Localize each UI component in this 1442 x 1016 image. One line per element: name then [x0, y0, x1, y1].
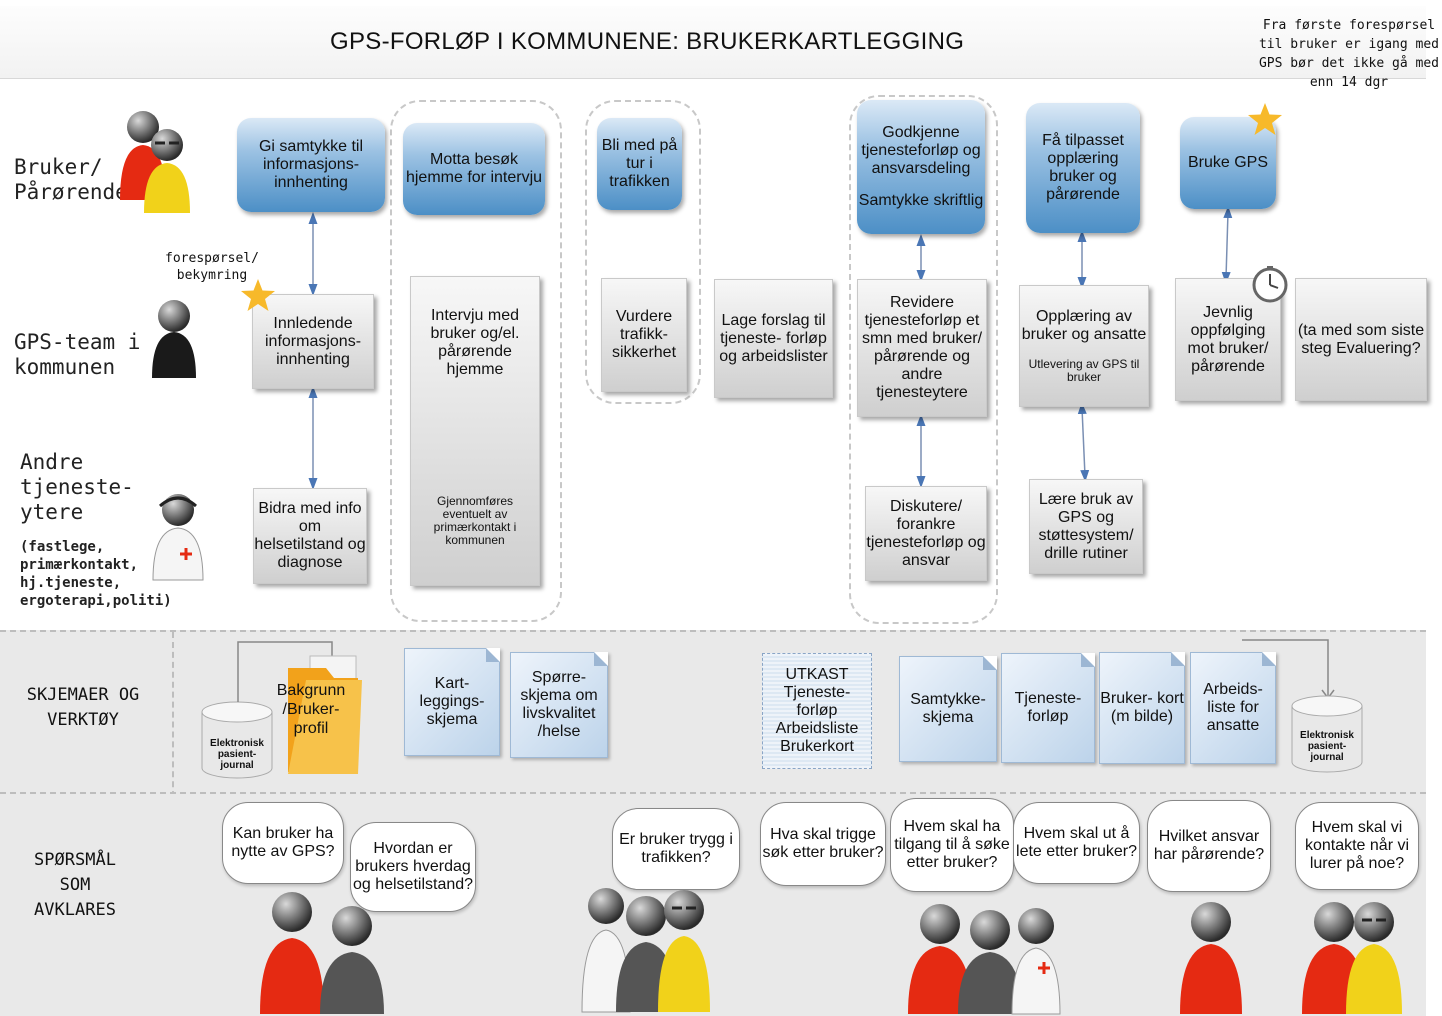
step-approve: Godkjenne tjenesteforløp og ansvarsdelin…: [857, 100, 985, 234]
role-user-label: Bruker/ Pårørende: [14, 155, 128, 204]
step-evaluation: (ta med som siste steg Evaluering?: [1295, 278, 1427, 401]
ehr-label-2: Elektronisk pasient- journal: [1300, 730, 1354, 763]
link-line: [1242, 639, 1335, 700]
nurse-icon: [152, 494, 204, 581]
step-initial-info: Innledende informasjons- innhenting: [252, 294, 374, 389]
step-health-info: Bidra med info om helsetilstand og diagn…: [253, 488, 367, 584]
step-learn-gps: Lære bruk av GPS og støttesystem/ drille…: [1029, 479, 1143, 574]
time-note: Fra første forespørsel til bruker er iga…: [1258, 18, 1439, 90]
role-team-label: GPS-team i kommunen: [14, 330, 141, 379]
step-revise-plan: Revidere tjenesteforløp et smn med bruke…: [857, 279, 987, 417]
person-icon: [1180, 902, 1242, 1014]
doc-service-plan: Tjeneste- forløp: [1001, 653, 1095, 763]
role-others-detail: (fastlege, primærkontakt, hj.tjeneste, e…: [20, 539, 172, 609]
question-bubble: Hva skal trigge søk etter bruker?: [760, 802, 886, 886]
person-icon: [260, 892, 384, 1014]
star-icon: [1248, 103, 1282, 135]
database-icon: [1291, 695, 1363, 773]
person-icon: [1302, 902, 1402, 1014]
step-consent: Gi samtykke til informasjons- innhenting: [237, 118, 385, 212]
step-follow-up: Jevnlig oppfølging mot bruker/ pårørende: [1175, 278, 1281, 401]
step-receive-visit: Motta besøk hjemme for intervju: [403, 123, 545, 215]
question-bubble: Hvem skal ha tilgang til å søke etter br…: [890, 798, 1014, 892]
step-use-gps: Bruke GPS: [1180, 117, 1276, 209]
tools-band-label: SKJEMAER OG VERKTØY: [26, 685, 140, 730]
role-others-label: Andre tjeneste- ytere: [20, 450, 134, 524]
question-bubble: Hvilket ansvar har pårørende?: [1147, 800, 1271, 892]
title-band: [0, 6, 1426, 79]
question-bubble: Hvem skal ut å lete etter bruker?: [1013, 802, 1140, 884]
questions-band-label: SPØRSMÅL SOM AVKLARES: [34, 850, 116, 920]
question-bubble: Hvem skal vi kontakte når vi lurer på no…: [1295, 802, 1419, 890]
person-icon: [908, 904, 1061, 1015]
step-training: Få tilpasset opplæring bruker og pårøren…: [1026, 103, 1140, 233]
step-propose-plan: Lage forslag til tjeneste- forløp og arb…: [714, 279, 833, 398]
doc-user-card: Bruker- kort (m bilde): [1099, 652, 1185, 764]
question-bubble: Hvordan er brukers hverdag og helsetilst…: [350, 822, 476, 912]
doc-quality-form: Spørre- skjema om livskvalitet /helse: [510, 652, 608, 758]
person-icon: [581, 888, 710, 1013]
step-train-users: Opplæring av bruker og ansatte Utleverin…: [1019, 285, 1149, 407]
traffic-group: [585, 100, 701, 404]
step-traffic-tour: Bli med på tur i trafikken: [597, 118, 682, 210]
doc-consent-form: Samtykke- skjema: [899, 656, 997, 762]
star-icon: [241, 279, 275, 311]
doc-staff-worklist: Arbeids- liste for ansatte: [1190, 652, 1276, 764]
gps-team-person-icon: [152, 300, 196, 378]
profile-label: Bakgrunn /Bruker- profil: [276, 682, 346, 737]
doc-draft: UTKAST Tjeneste- forløp Arbeidsliste Bru…: [762, 653, 872, 769]
question-bubble: Er bruker trygg i trafikken?: [612, 808, 740, 890]
doc-mapping-form: Kart- leggings- skjema: [404, 648, 500, 756]
database-icon: [201, 701, 273, 779]
step-interview: Intervju med bruker og/el. pårørende hje…: [410, 276, 540, 586]
folder-icon: [288, 655, 362, 774]
interview-group: [390, 100, 562, 622]
question-bubble: Kan bruker ha nytte av GPS?: [222, 802, 344, 884]
step-discuss: Diskutere/ forankre tjenesteforløp og an…: [865, 486, 987, 581]
page-title: GPS-FORLØP I KOMMUNENE: BRUKERKARTLEGGIN…: [330, 28, 965, 55]
step-traffic-safety: Vurdere trafikk- sikkerhet: [601, 278, 687, 392]
clock-icon: [1252, 266, 1288, 303]
link-line: [237, 641, 333, 702]
request-note: forespørsel/ bekymring: [165, 251, 259, 283]
ehr-label-1: Elektronisk pasient- journal: [210, 738, 264, 771]
user-relative-person-icon: [120, 111, 190, 213]
approval-group: [849, 95, 998, 624]
